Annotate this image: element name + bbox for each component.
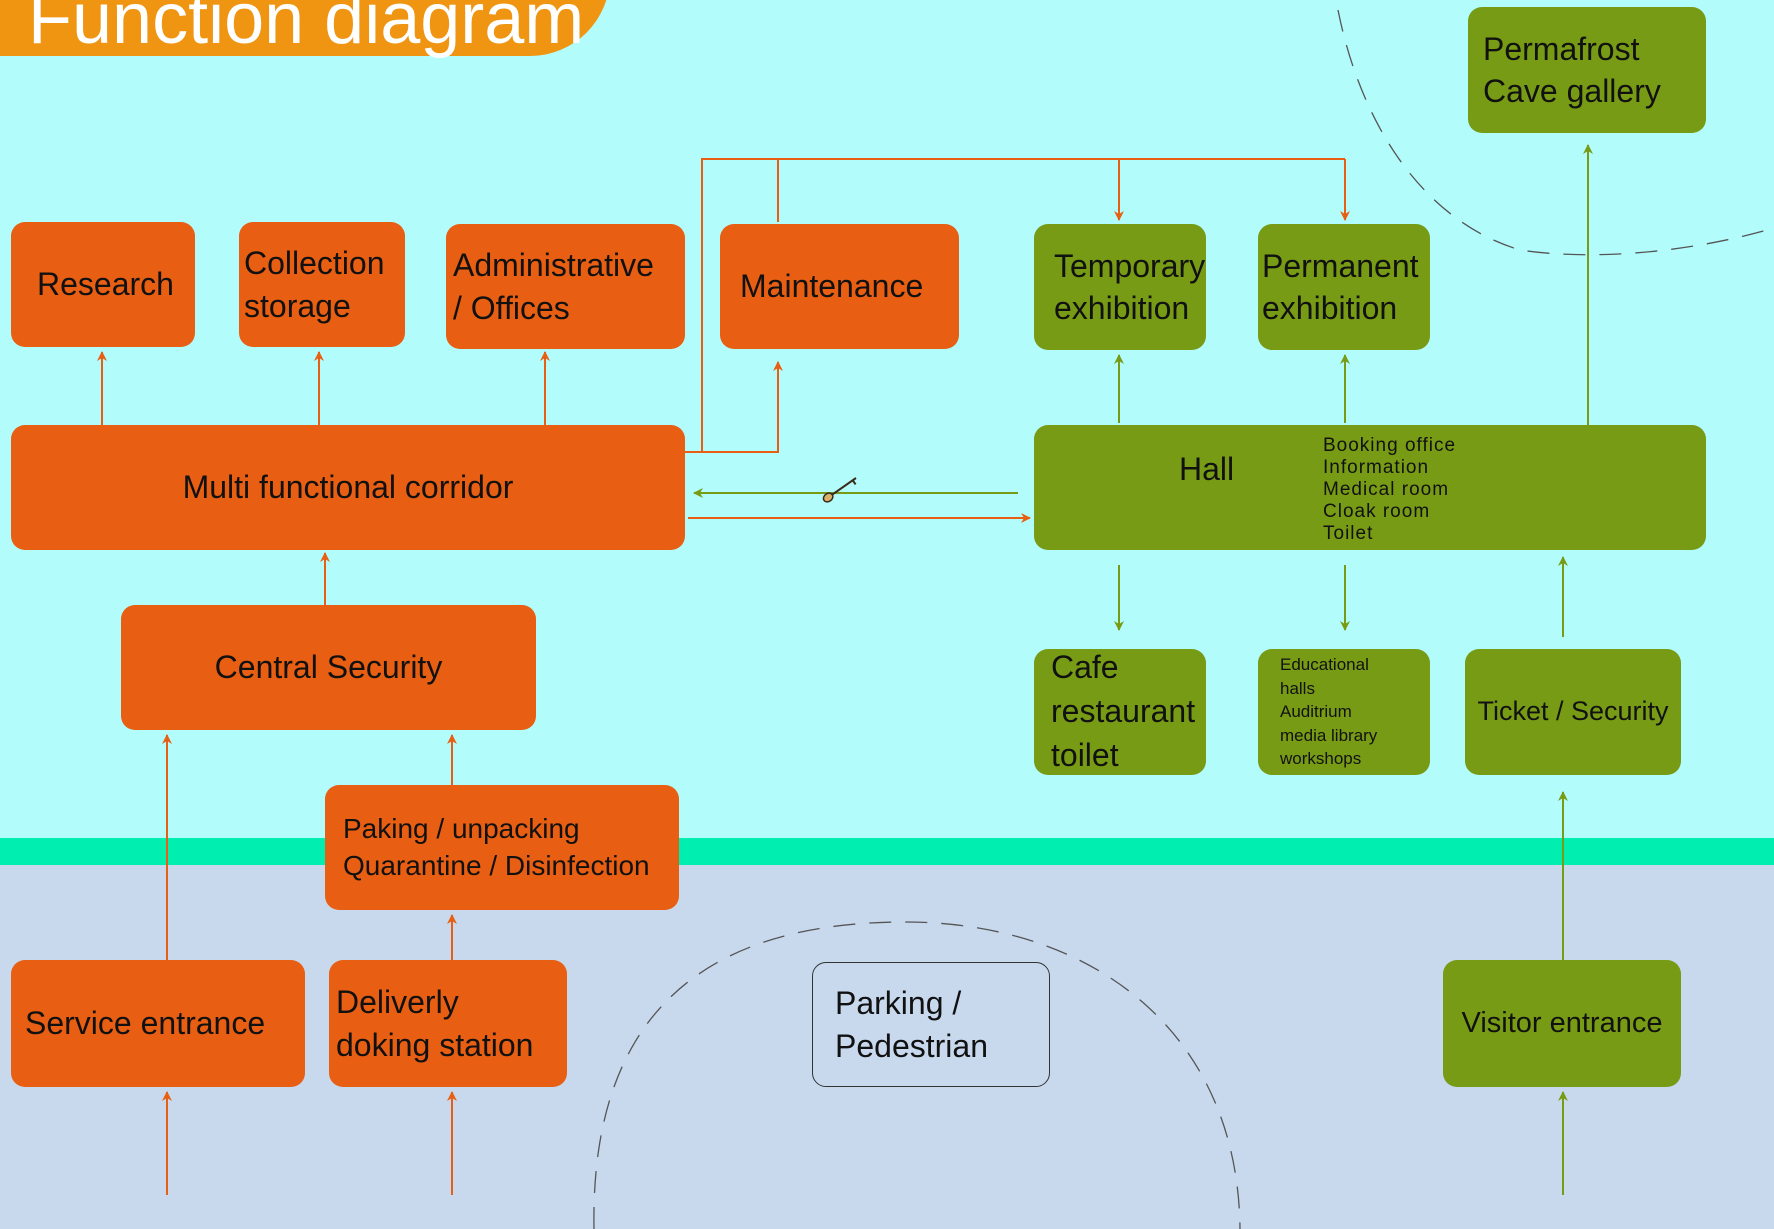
delivery-docking-box: Deliverly doking station: [329, 960, 567, 1087]
permanent-exhibition-box: Permanent exhibition: [1258, 224, 1430, 350]
site-boundary-divider: [0, 838, 1774, 865]
hall-services-list: Booking office Information Medical room …: [1323, 435, 1457, 544]
educational-halls-box: Educational halls Auditrium media librar…: [1258, 649, 1430, 775]
line-corridor-top-loop: [685, 158, 1345, 453]
central-security-box: Central Security: [121, 605, 536, 730]
administrative-offices-box: Administrative / Offices: [446, 224, 685, 349]
research-box: Research: [11, 222, 195, 347]
service-entrance-box: Service entrance: [11, 960, 305, 1087]
visitor-entrance-box: Visitor entrance: [1443, 960, 1681, 1087]
title-tab: [0, 0, 610, 56]
key-icon: [822, 477, 857, 503]
multi-functional-corridor-box: Multi functional corridor: [11, 425, 685, 550]
parking-zone-outline: [593, 921, 1241, 1229]
hall-label: Hall: [1179, 451, 1235, 487]
diagram-title: Function diagram: [28, 0, 585, 59]
maintenance-box: Maintenance: [720, 224, 959, 349]
collection-storage-box: Collection storage: [239, 222, 405, 347]
temporary-exhibition-box: Temporary exhibition: [1034, 224, 1206, 350]
hall-box: Hall Booking office Information Medical …: [1034, 425, 1706, 550]
permafrost-gallery-box: Permafrost Cave gallery: [1468, 7, 1706, 133]
arrow-corridor-maintenance: [685, 361, 783, 453]
cafe-restaurant-box: Cafe restaurant toilet: [1034, 649, 1206, 775]
packing-quarantine-box: Paking / unpacking Quarantine / Disinfec…: [325, 785, 679, 910]
ticket-security-box: Ticket / Security: [1465, 649, 1681, 775]
parking-pedestrian-box: Parking / Pedestrian: [812, 962, 1050, 1087]
permafrost-zone-outline: [1337, 9, 1774, 256]
